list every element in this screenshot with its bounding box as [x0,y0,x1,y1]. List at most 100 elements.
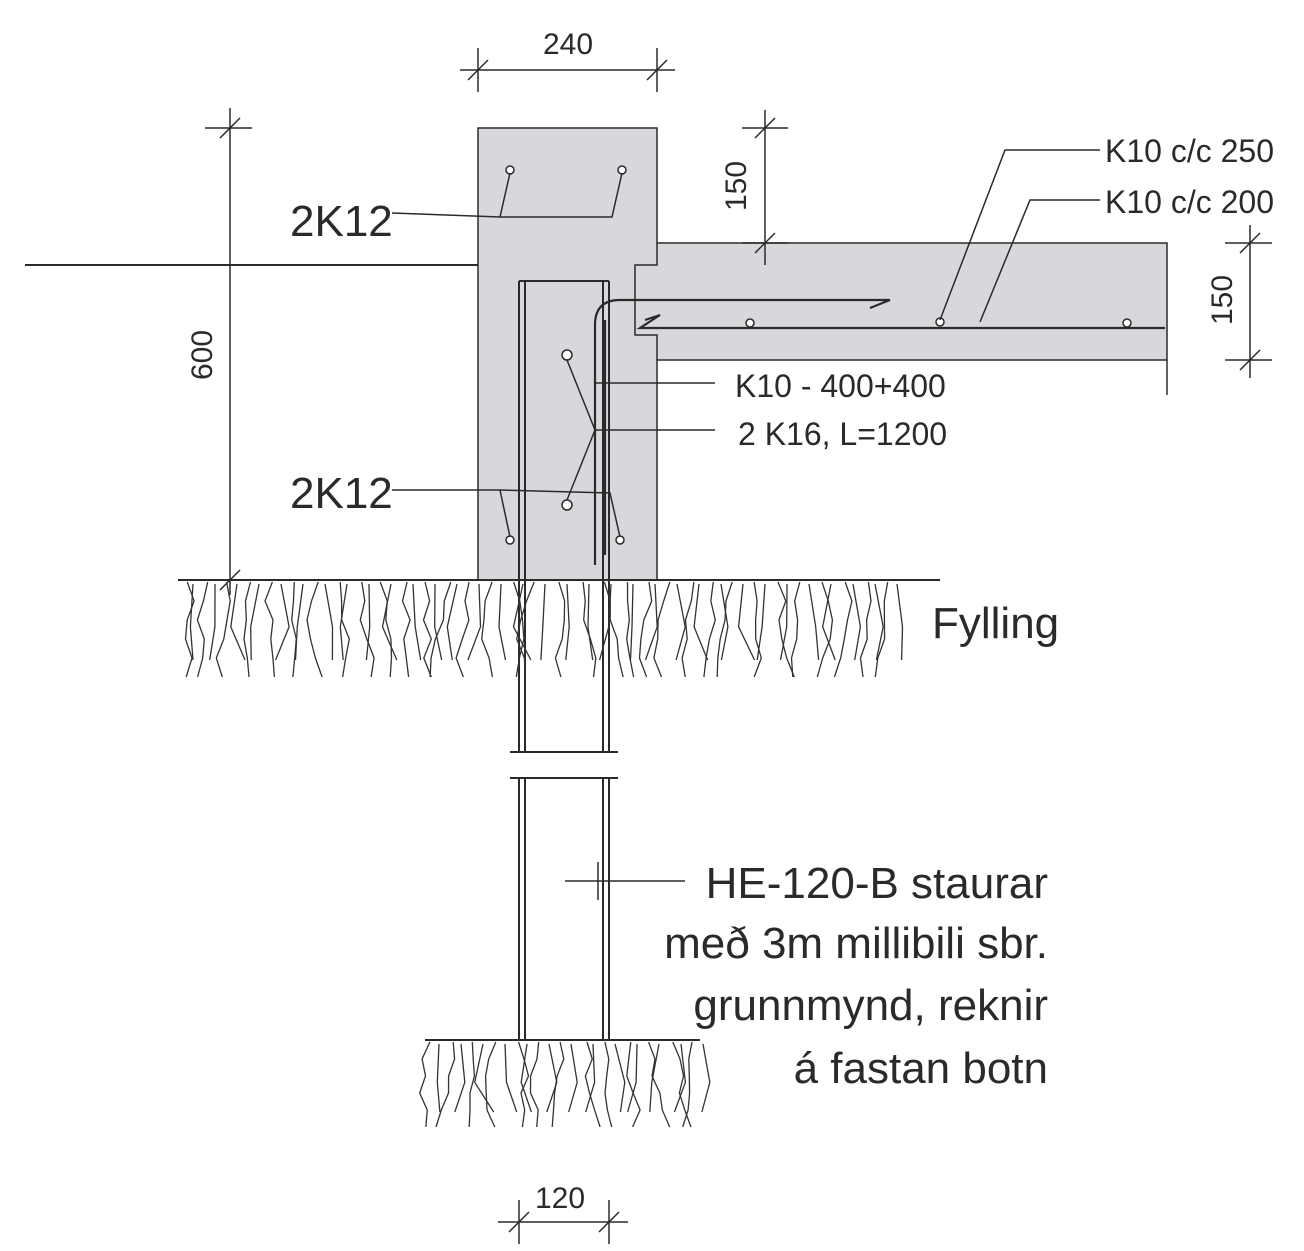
soil-stroke [209,583,216,661]
soil-stroke [474,1043,495,1113]
soil-stroke [422,581,433,678]
soil-stroke [822,583,836,661]
soil-stroke [436,1043,441,1113]
soil-stroke [540,583,546,661]
soil-stroke [816,581,834,678]
soil-stroke [529,1041,540,1128]
soil-stroke [419,1041,431,1128]
soil-stroke [626,581,635,678]
soil-stroke [467,583,482,661]
reinforcement [505,165,1165,565]
soil-stroke [720,583,729,661]
label-pile-line-1: HE-120-B staurar [706,859,1048,908]
dim-slab-top: 150 [720,161,753,211]
soil-stroke [381,583,398,661]
steel-pile [510,280,618,1040]
soil-stroke [790,581,801,678]
soil-stroke [627,1043,638,1113]
fill-soil [178,579,940,678]
soil-stroke [672,1041,692,1128]
soil-stroke [587,583,594,661]
label-fill: Fylling [932,599,1059,648]
dim-wall-height: 600 [186,330,219,380]
soil-stroke [584,1041,601,1128]
soil-stroke [644,583,658,661]
soil-stroke [682,1041,693,1128]
dim-slab-thickness: 150 [1206,275,1239,325]
soil-stroke [481,581,494,678]
soil-stroke [629,583,634,661]
soil-stroke [603,581,624,678]
soil-stroke [189,583,194,661]
soil-stroke [874,583,884,661]
soil-stroke [365,583,371,661]
soil-stroke [565,583,570,661]
soil-stroke [324,583,334,661]
soil-stroke [896,583,904,661]
soil-stroke [693,583,709,661]
soil-stroke [454,1043,466,1113]
soil-stroke [653,581,671,678]
soil-stroke [598,583,612,661]
label-slab-rebar-2: K10 c/c 200 [1105,184,1274,220]
soil-stroke [215,581,231,678]
dim-pile-width: 120 [535,1182,585,1215]
soil-stroke [412,583,422,661]
soil-stroke [517,1041,530,1128]
soil-stroke [230,583,246,661]
soil-stroke [638,581,653,678]
label-rebar-top: 2K12 [290,197,393,246]
soil-stroke [516,581,535,678]
soil-stroke [777,581,795,678]
soil-stroke [401,581,411,678]
soil-stroke [512,583,532,661]
soil-stroke [852,583,862,661]
soil-stroke [737,583,756,661]
soil-stroke [274,583,290,661]
soil-stroke [498,583,507,661]
dim-wall-width: 240 [543,28,593,61]
soil-stroke [833,581,853,678]
soil-stroke [681,581,695,678]
concrete-wall-and-slab [477,127,1168,581]
soil-stroke [675,583,686,661]
soil-stroke [243,581,252,678]
soil-stroke [614,1043,626,1113]
soil-stroke [703,581,716,678]
soil-stroke [716,581,733,678]
soil-stroke [435,1041,456,1128]
soil-stroke [756,583,766,661]
soil-stroke [455,581,470,678]
soil-stroke [184,581,195,678]
soil-stroke [264,581,276,678]
soil-stroke [379,581,393,678]
soil-stroke [582,581,597,678]
soil-stroke [779,583,788,661]
soil-stroke [585,1043,596,1113]
soil-stroke [701,1043,711,1113]
soil-stroke [446,583,458,661]
soil-stroke [250,583,260,661]
soil-stroke [468,1041,476,1128]
soil-stroke [673,1043,687,1113]
soil-stroke [551,1041,565,1128]
label-pile-line-3: grunnmynd, reknir [693,981,1048,1030]
soil-stroke [874,581,889,678]
soil-stroke [626,1041,641,1128]
dimension-lines [205,48,1272,1244]
soil-stroke [339,583,348,661]
label-stirrup: K10 - 400+400 [735,368,946,404]
firm-ground-soil [419,1039,711,1128]
label-pile-line-4: á fastan botn [794,1044,1048,1093]
soil-stroke [429,581,452,678]
soil-stroke [359,581,375,678]
label-pile-line-2: með 3m millibili sbr. [664,919,1048,968]
soil-stroke [294,583,304,661]
soil-stroke [520,1043,533,1113]
soil-stroke [339,581,350,678]
label-dowel: 2 K16, L=1200 [738,416,947,452]
soil-stroke [196,581,209,678]
soil-stroke [306,581,323,678]
soil-stroke [554,581,566,678]
soil-stroke [504,1043,518,1113]
